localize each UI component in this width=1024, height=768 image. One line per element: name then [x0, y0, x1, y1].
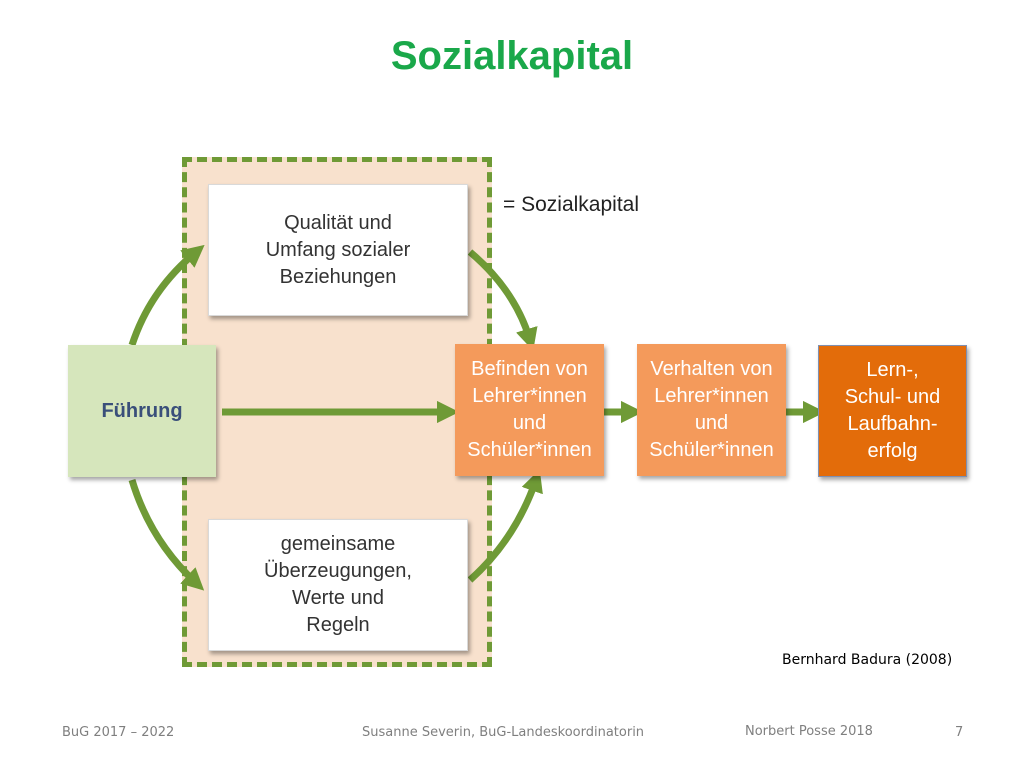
qualitaet-line-1: Qualität und [284, 211, 392, 234]
befinden-line-2: Lehrer*innen [472, 385, 587, 407]
qualitaet-line-3: Beziehungen [279, 265, 397, 288]
footer-center: Susanne Severin, BuG-Landeskoordinatorin [362, 725, 645, 740]
gemeinsam-line-1: gemeinsame [280, 533, 396, 555]
erfolg-line-1: Lern-, [866, 359, 919, 381]
footer-author: Norbert Posse 2018 [745, 724, 873, 739]
befinden-line-3: und [512, 412, 547, 434]
verhalten-line-1: Verhalten von [650, 358, 773, 380]
citation: Bernhard Badura (2008) [782, 652, 953, 668]
slide-title: Sozialkapital [390, 34, 634, 78]
verhalten-line-4: Schüler*innen [649, 439, 774, 461]
verhalten-line-3: und [694, 412, 729, 434]
sozialkapital-legend: = Sozialkapital [503, 193, 639, 216]
qualitaet-box: Qualität und Umfang sozialer Beziehungen [208, 184, 468, 316]
qualitaet-line-2: Umfang sozialer [265, 238, 411, 261]
befinden-line-1: Befinden von [471, 358, 588, 380]
gemeinsam-line-4: Regeln [306, 614, 370, 636]
page-number: 7 [955, 725, 964, 740]
erfolg-box: Lern-, Schul- und Laufbahn- erfolg [818, 345, 967, 477]
footer-left: BuG 2017 – 2022 [62, 725, 175, 740]
verhalten-line-2: Lehrer*innen [654, 385, 769, 407]
gemeinsam-line-3: Werte und [292, 587, 384, 609]
erfolg-line-4: erfolg [867, 440, 918, 462]
befinden-line-4: Schüler*innen [467, 439, 592, 461]
verhalten-box: Verhalten von Lehrer*innen und Schüler*i… [637, 344, 786, 476]
erfolg-line-3: Laufbahn- [847, 413, 938, 435]
arrow-gemeinsam-to-befinden [467, 469, 543, 583]
arrow-fuehrung-to-gemeinsam [128, 478, 205, 591]
gemeinsam-box: gemeinsame Überzeugungen, Werte und Rege… [208, 519, 468, 651]
erfolg-line-2: Schul- und [844, 386, 941, 408]
fuehrung-label: Führung [101, 399, 183, 422]
arrow-qualitaet-to-befinden [467, 249, 538, 351]
befinden-box: Befinden von Lehrer*innen und Schüler*in… [455, 344, 604, 476]
arrow-fuehrung-to-qualitaet [128, 244, 205, 347]
gemeinsam-line-2: Überzeugungen, [264, 560, 412, 582]
fuehrung-box: Führung [68, 345, 216, 477]
